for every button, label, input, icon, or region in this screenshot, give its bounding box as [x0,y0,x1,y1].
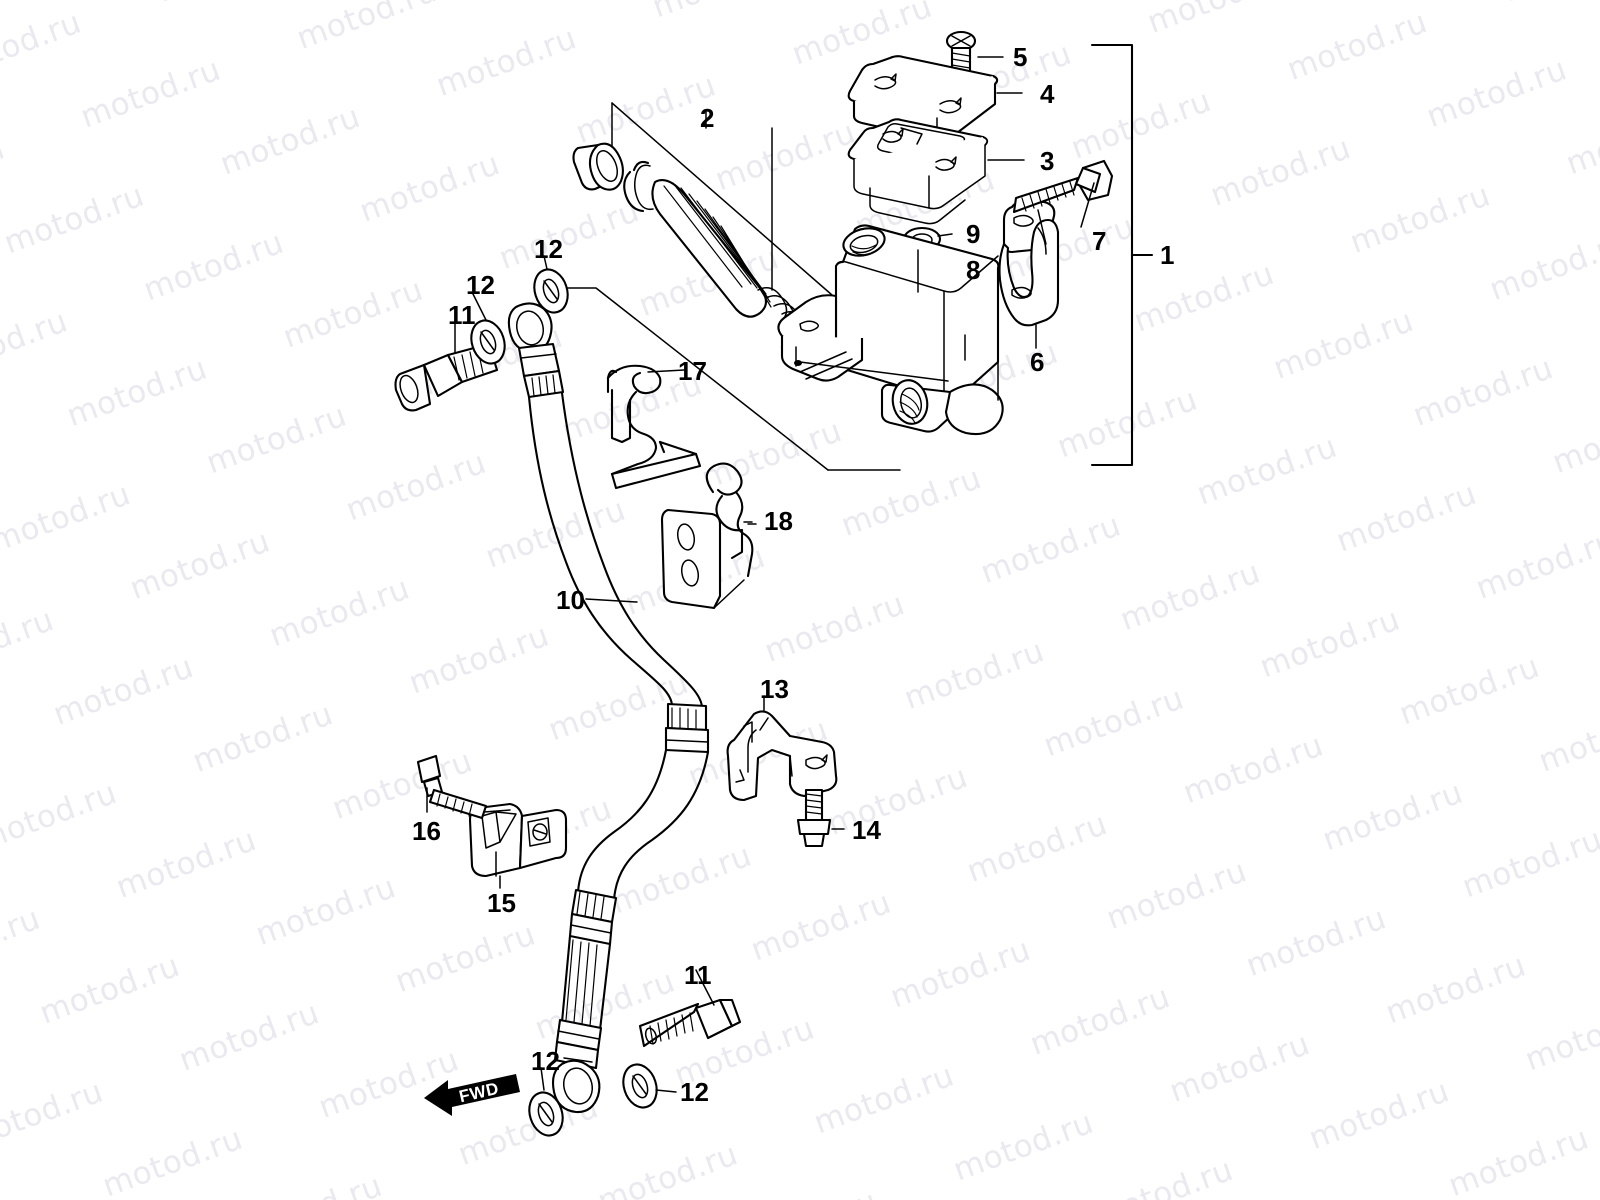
callout-12-upper-left: 12 [466,270,495,300]
callout-13: 13 [760,674,789,704]
master-cylinder-body [777,224,1004,436]
hose-clamp-part-15 [468,802,568,889]
callout-5: 5 [1013,42,1028,72]
fwd-direction-badge: FWD [424,1070,520,1124]
clamp-bolt-part-7 [1012,159,1114,228]
callout-3: 3 [1040,146,1055,176]
cap-screw-part-5 [945,30,1004,84]
callout-8: 8 [966,255,981,285]
callout-4: 4 [1040,79,1055,109]
assembly-group-bracket [1090,43,1154,467]
callout-6: 6 [1030,347,1045,377]
callout-9: 9 [966,219,981,249]
piston-set-boundary [611,102,833,296]
callout-1: 1 [1160,240,1175,270]
callout-11-lower: 11 [684,960,712,990]
hose-clip-part-18 [660,462,757,610]
clamp-bolt-part-16 [416,754,511,820]
handlebar-clamp-part-6 [998,199,1060,349]
callout-18: 18 [764,506,793,536]
hose-clip-part-17 [606,364,702,490]
callout-12-lower-left: 12 [531,1046,560,1076]
callout-11-upper: 11 [448,300,476,330]
callout-7: 7 [1092,226,1107,256]
callout-17: 17 [678,356,707,386]
callout-2: 2 [700,103,715,133]
callout-10: 10 [556,585,585,615]
brake-hose-part-10 [507,302,710,1114]
callout-12-lower-right: 12 [680,1077,709,1107]
fwd-arrow-icon [424,1074,520,1116]
union-bolt-lower-part-11 [638,969,742,1048]
callout-16: 16 [412,816,441,846]
callout-15: 15 [487,888,516,918]
cylinder-region-boundary [561,287,901,471]
callout-14: 14 [852,815,881,845]
callout-12-upper-right: 12 [534,234,563,264]
reservoir-diaphragm-part-3 [847,118,1025,225]
gasket-washers-part-12 [470,255,677,1137]
bracket-bolt-part-14 [796,788,845,848]
